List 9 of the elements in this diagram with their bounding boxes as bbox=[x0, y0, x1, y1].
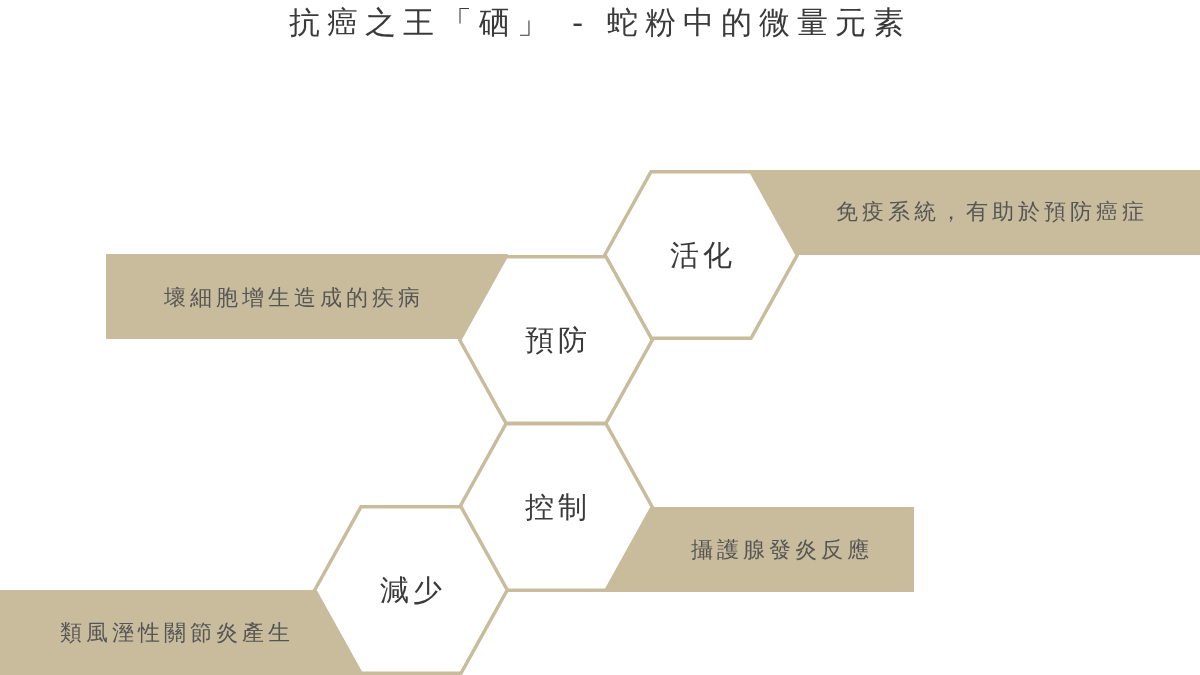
hexagon-label: 預防 bbox=[525, 322, 591, 358]
title: 抗癌之王「硒」 - 蛇粉中的微量元素 bbox=[288, 3, 912, 42]
banner-text: 免疫系統，有助於預防癌症 bbox=[836, 198, 1148, 226]
banner-text: 攝護腺發炎反應 bbox=[691, 536, 873, 564]
hexagon-label: 減少 bbox=[380, 572, 446, 608]
hexagon-label: 控制 bbox=[525, 489, 591, 525]
hexagon-label: 活化 bbox=[670, 237, 736, 273]
banner-text: 壞細胞增生造成的疾病 bbox=[164, 284, 424, 312]
banner-text: 類風溼性關節炎產生 bbox=[60, 619, 294, 647]
